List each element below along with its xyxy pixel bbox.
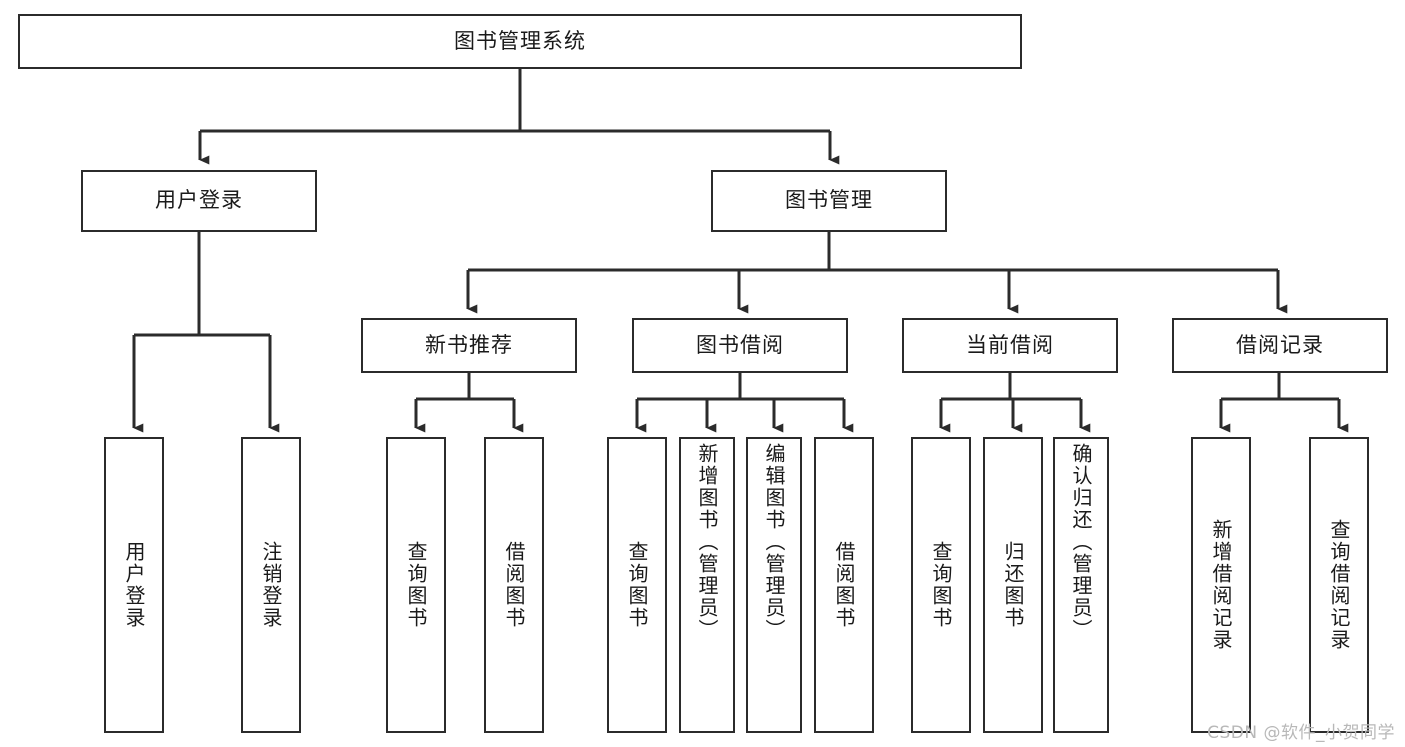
node-leaf-edit-book[interactable]: 编辑图书（管理员） <box>746 437 802 733</box>
node-leaf-user-login[interactable]: 用户登录 <box>104 437 164 733</box>
node-leaf-add-record[interactable]: 新增借阅记录 <box>1191 437 1251 733</box>
node-leaf-borrow-book-rec-label: 借阅图书 <box>502 541 526 629</box>
node-leaf-add-record-label: 新增借阅记录 <box>1209 519 1233 651</box>
node-leaf-borrow-book-rec[interactable]: 借阅图书 <box>484 437 544 733</box>
node-leaf-add-book[interactable]: 新增图书（管理员） <box>679 437 735 733</box>
node-leaf-query-book-rec-label: 查询图书 <box>404 541 428 629</box>
node-current-borrow[interactable]: 当前借阅 <box>902 318 1118 373</box>
node-leaf-query-record[interactable]: 查询借阅记录 <box>1309 437 1369 733</box>
node-user-login-label: 用户登录 <box>155 188 243 213</box>
node-leaf-query-record-label: 查询借阅记录 <box>1327 519 1351 651</box>
node-book-borrow-label: 图书借阅 <box>696 332 784 357</box>
node-book-manage[interactable]: 图书管理 <box>711 170 947 232</box>
node-leaf-user-logout-label: 注销登录 <box>259 541 283 629</box>
node-root[interactable]: 图书管理系统 <box>18 14 1022 69</box>
node-new-book-recommend-label: 新书推荐 <box>425 332 513 357</box>
node-leaf-confirm-return-label: 确认归还（管理员） <box>1069 443 1093 641</box>
node-borrow-record-label: 借阅记录 <box>1236 332 1324 357</box>
node-new-book-recommend[interactable]: 新书推荐 <box>361 318 577 373</box>
node-root-label: 图书管理系统 <box>454 28 586 53</box>
node-leaf-query-book-borrow[interactable]: 查询图书 <box>607 437 667 733</box>
node-leaf-edit-book-label: 编辑图书（管理员） <box>762 443 786 641</box>
node-current-borrow-label: 当前借阅 <box>966 332 1054 357</box>
node-leaf-return-book[interactable]: 归还图书 <box>983 437 1043 733</box>
node-leaf-user-logout[interactable]: 注销登录 <box>241 437 301 733</box>
node-leaf-add-book-label: 新增图书（管理员） <box>695 443 719 641</box>
node-book-manage-label: 图书管理 <box>785 188 873 213</box>
node-leaf-borrow-book[interactable]: 借阅图书 <box>814 437 874 733</box>
node-leaf-return-book-label: 归还图书 <box>1001 541 1025 629</box>
node-leaf-query-book-borrow-label: 查询图书 <box>625 541 649 629</box>
node-leaf-query-book-cur-label: 查询图书 <box>929 541 953 629</box>
node-user-login[interactable]: 用户登录 <box>81 170 317 232</box>
node-leaf-confirm-return[interactable]: 确认归还（管理员） <box>1053 437 1109 733</box>
node-leaf-query-book-rec[interactable]: 查询图书 <box>386 437 446 733</box>
node-leaf-user-login-label: 用户登录 <box>122 541 146 629</box>
node-leaf-borrow-book-label: 借阅图书 <box>832 541 856 629</box>
node-book-borrow[interactable]: 图书借阅 <box>632 318 848 373</box>
node-borrow-record[interactable]: 借阅记录 <box>1172 318 1388 373</box>
node-leaf-query-book-cur[interactable]: 查询图书 <box>911 437 971 733</box>
